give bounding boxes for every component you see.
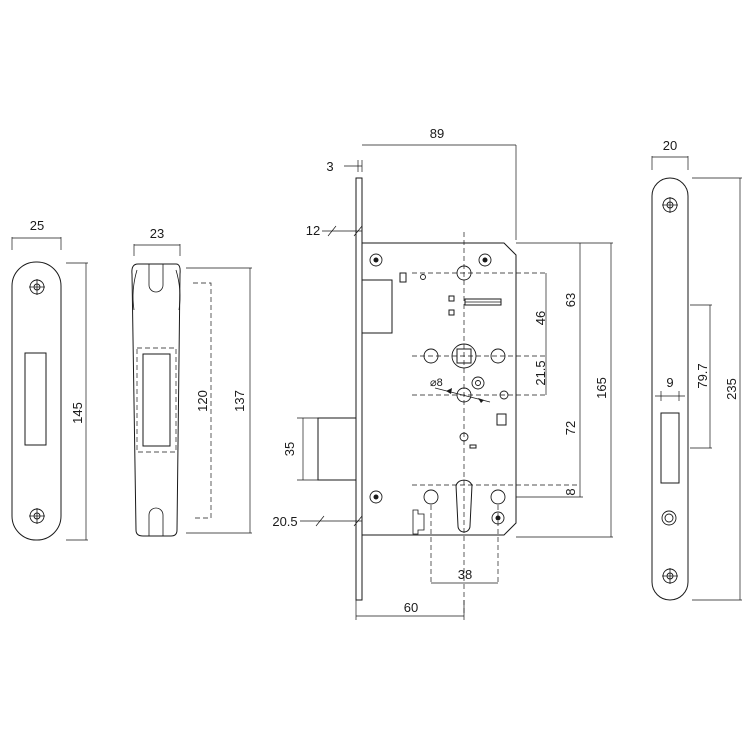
faceplate-width-dim-line: [651, 156, 689, 170]
faceplate-height-dim-line: [692, 177, 742, 601]
latch-bolt: [317, 417, 357, 481]
overall-width-dim-line: [362, 144, 517, 240]
overall-width-label: 89: [430, 126, 444, 141]
lock-body: ⌀8 89 3 12 35 20.5 60 38 46 63 21.5 72: [272, 126, 613, 620]
edge-offset-dim-line: [322, 225, 363, 237]
strike-height-label: 145: [70, 402, 85, 424]
latch-height-dim-line: [297, 417, 318, 481]
dim-46-label: 46: [533, 311, 548, 325]
keeper-slot-top: [148, 264, 164, 293]
latch-offset-label: 20.5: [272, 514, 297, 529]
dim-165-line: [516, 242, 613, 538]
faceplate-latch-height-dim-line: [690, 304, 712, 449]
faceplate-latch-opening: [660, 412, 680, 484]
lock-faceplate: [355, 177, 363, 601]
keeper-inner-dim-line: [193, 282, 212, 519]
faceplate-outline: [651, 177, 689, 601]
strike-height-dim-line: [66, 262, 88, 541]
dim-63-label: 63: [563, 293, 578, 307]
dim-8-label: 8: [563, 488, 578, 495]
keeper-recess-outer: [136, 347, 177, 453]
keeper-height-dim-line: [186, 267, 252, 534]
keeper-slot-bottom: [148, 507, 164, 536]
keeper-height-label: 137: [232, 390, 247, 412]
strike-plate: 25 145: [11, 218, 88, 541]
latch-offset-dim-line: [300, 515, 363, 527]
strike-width-label: 25: [30, 218, 44, 233]
faceplate-thickness-label: 3: [326, 159, 333, 174]
faceplate-latch-width-label: 9: [666, 375, 673, 390]
faceplate-height-label: 235: [724, 378, 739, 400]
strike-latch-opening: [24, 352, 47, 446]
backset-label: 60: [404, 600, 418, 615]
faceplate-latch-height-label: 79.7: [695, 363, 710, 388]
keeper-width-label: 23: [150, 226, 164, 241]
deadbolt: [361, 279, 393, 334]
faceplate-width-label: 20: [663, 138, 677, 153]
cylinder-spacing-label: 38: [458, 567, 472, 582]
keeper-inner-height-label: 120: [195, 390, 210, 412]
keeper-recess: [142, 353, 171, 447]
keeper-plate: 23 120 137: [131, 226, 252, 537]
backset-dim-line: [355, 600, 465, 620]
dim-165-label: 165: [594, 377, 609, 399]
dim-72-label: 72: [563, 421, 578, 435]
dim-21-5-label: 21.5: [533, 360, 548, 385]
latch-height-label: 35: [282, 442, 297, 456]
strike-width-dim-line: [11, 237, 62, 250]
keeper-width-dim-line: [133, 244, 181, 256]
edge-offset-label: 12: [306, 223, 320, 238]
spindle-diameter-label: ⌀8: [430, 377, 443, 389]
faceplate-front-view: 20 9 79.7 235: [651, 138, 742, 601]
faceplate-latch-width-dim-line: [655, 391, 685, 401]
dim-63-line: [516, 242, 583, 356]
dim-8-line: [516, 485, 583, 498]
faceplate-thickness-dim-line: [344, 160, 363, 172]
